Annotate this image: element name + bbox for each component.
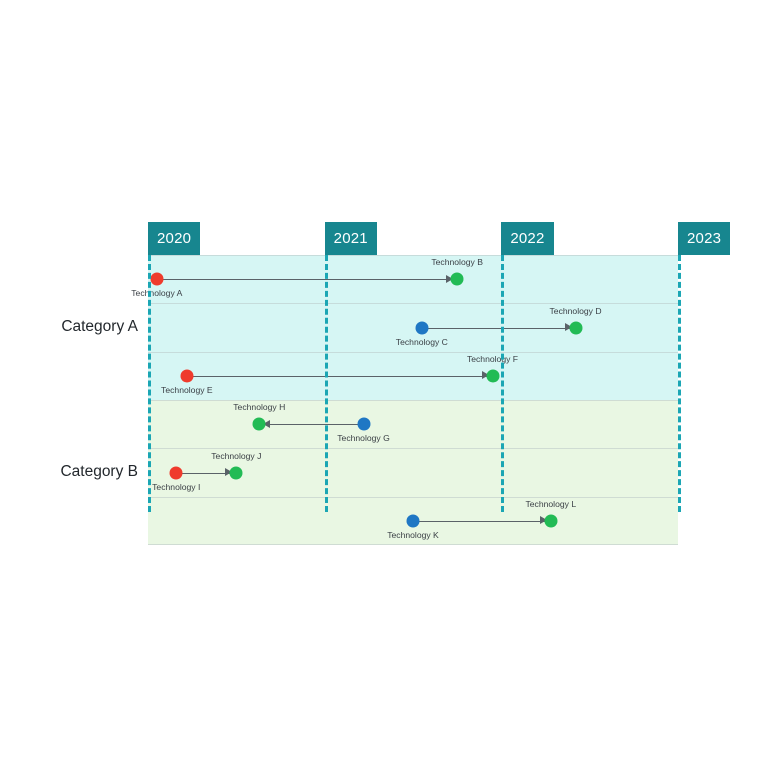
- technology-node[interactable]: [544, 514, 558, 528]
- technology-node[interactable]: [252, 417, 266, 431]
- year-gridline-2021: [324, 255, 328, 512]
- row-separator: [148, 303, 678, 305]
- technology-node-label: Technology L: [525, 498, 577, 509]
- transition-arrow-head: [539, 516, 547, 525]
- technology-node[interactable]: [150, 272, 164, 286]
- row-separator: [148, 400, 678, 401]
- year-tab-label-2020[interactable]: 2020: [148, 222, 201, 255]
- technology-node-label: Technology D: [549, 305, 602, 316]
- transition-arrow-head: [564, 323, 572, 331]
- technology-node[interactable]: [415, 321, 429, 334]
- year-gridline-2020: [148, 255, 151, 512]
- transition-arrow-head: [481, 371, 489, 380]
- transition-arrow-head: [263, 419, 271, 428]
- category-label-a: Category A: [61, 317, 138, 335]
- transition-connector: [259, 424, 364, 426]
- category-label-b: Category B: [60, 462, 138, 480]
- technology-node-label: Technology I: [152, 481, 201, 492]
- transition-connector: [413, 520, 551, 522]
- technology-node-label: Technology K: [387, 529, 439, 540]
- year-gridline-2022: [501, 255, 505, 512]
- technology-node[interactable]: [569, 321, 583, 334]
- technology-node-label: Technology F: [466, 353, 519, 364]
- row-separator: [148, 544, 678, 545]
- technology-node[interactable]: [357, 417, 371, 431]
- technology-node[interactable]: [450, 272, 464, 286]
- technology-node-label: Technology E: [161, 384, 213, 395]
- row-separator: [148, 496, 678, 498]
- transition-connector: [186, 375, 493, 377]
- year-tab-label-2021[interactable]: 2021: [324, 222, 377, 255]
- year-tab-label-2023[interactable]: 2023: [678, 222, 731, 255]
- technology-node-label: Technology B: [431, 257, 483, 268]
- transition-arrow-head: [446, 274, 454, 283]
- technology-node[interactable]: [406, 514, 420, 528]
- technology-node-label: Technology G: [337, 433, 390, 444]
- transition-connector: [421, 327, 576, 329]
- row-separator: [148, 351, 678, 353]
- year-gridline-2023: [678, 255, 681, 512]
- technology-node-label: Technology H: [233, 402, 286, 413]
- year-tab-label-2022[interactable]: 2022: [501, 222, 554, 255]
- transition-connector: [176, 472, 237, 474]
- row-separator: [148, 448, 678, 450]
- technology-node[interactable]: [169, 466, 183, 479]
- technology-node[interactable]: [486, 369, 499, 383]
- technology-node-label: Technology J: [211, 450, 262, 461]
- technology-node-label: Technology A: [131, 288, 183, 299]
- technology-node[interactable]: [229, 466, 243, 479]
- technology-node-label: Technology C: [395, 336, 448, 347]
- row-separator: [148, 255, 678, 256]
- transition-connector: [156, 279, 458, 281]
- transition-arrow-head: [225, 468, 233, 476]
- timeline-plot-area: Technology A Technology B Technology C Tech…: [131, 255, 678, 545]
- technology-node[interactable]: [180, 369, 194, 383]
- category-band-a: [148, 255, 678, 400]
